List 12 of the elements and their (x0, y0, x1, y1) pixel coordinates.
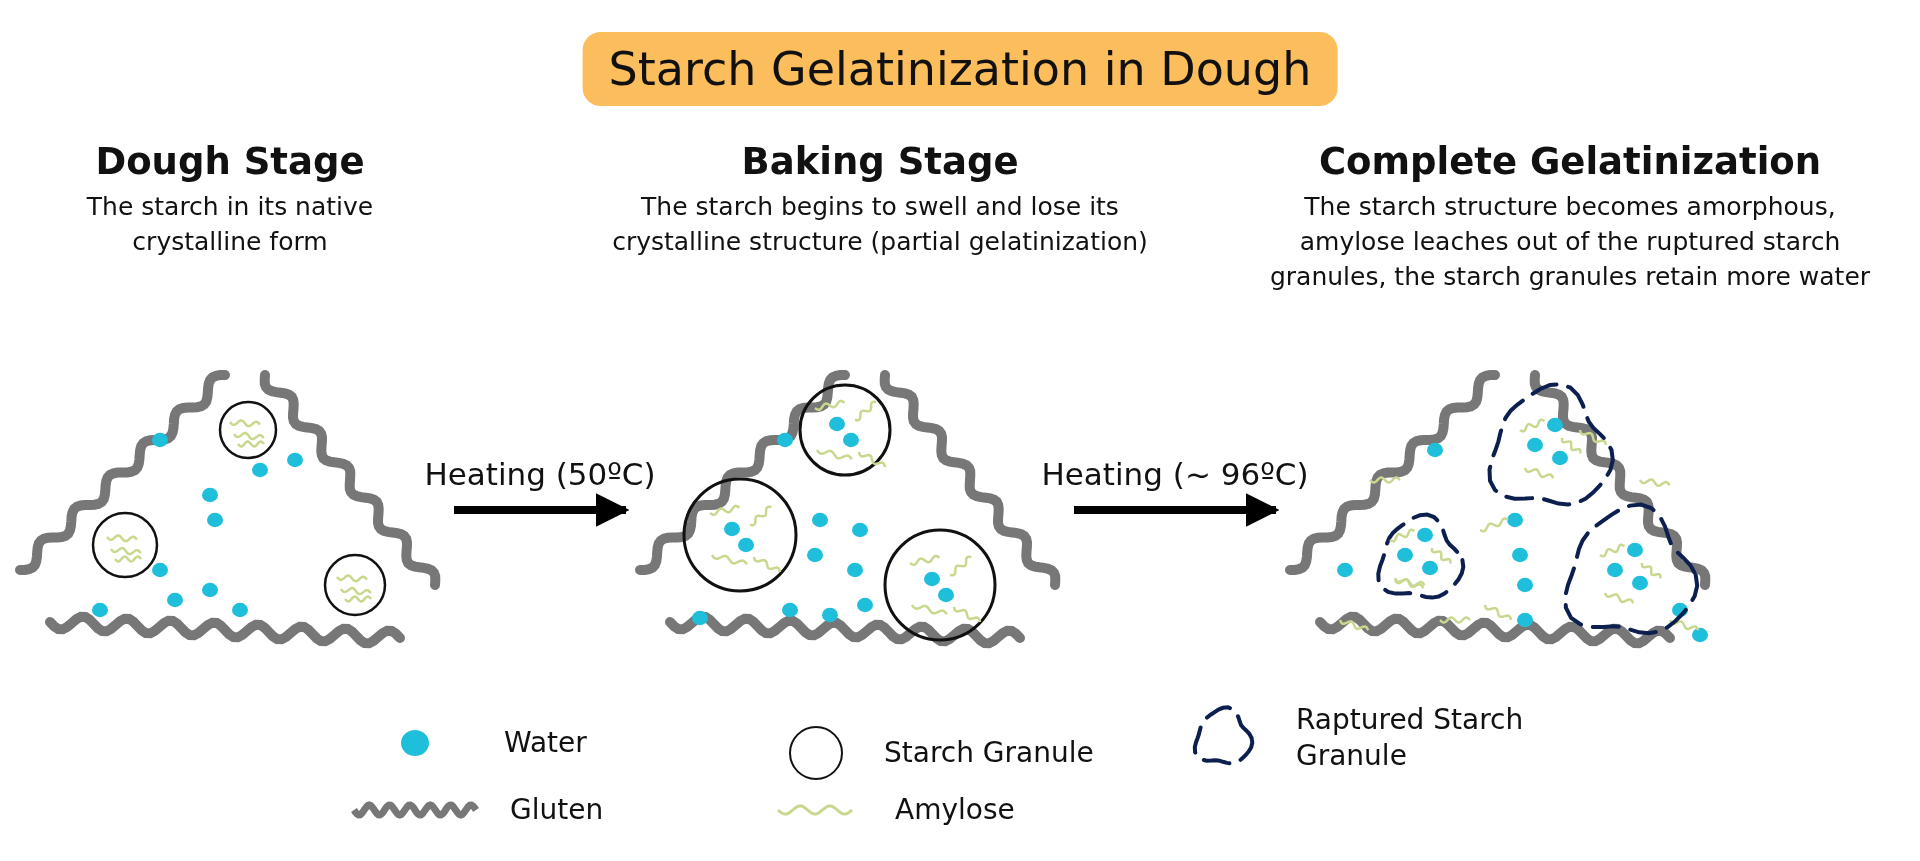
legend-label: Raptured Starch Granule (1296, 702, 1525, 774)
stage-description: The starch structure becomes amorphous, amylose leaches out of the ruptured starch granules, the starch granules retain more water (1268, 191, 1872, 293)
stage-heading: Complete Gelatinization (1318, 140, 1822, 183)
legend-label: Water (504, 725, 588, 761)
stage-description: The starch in its native crystalline form (85, 191, 375, 258)
stage-heading: Dough Stage (95, 140, 365, 183)
title-banner: Starch Gelatinization in Dough (582, 32, 1338, 106)
stage-description: The starch begins to swell and lose its crystalline structure (partial gelatinization) (611, 191, 1149, 258)
legend-label: Starch Granule (884, 735, 1095, 771)
legend-label: Gluten (510, 792, 605, 828)
legend-label: Amylose (895, 792, 1016, 828)
stage-heading: Baking Stage (741, 140, 1019, 183)
